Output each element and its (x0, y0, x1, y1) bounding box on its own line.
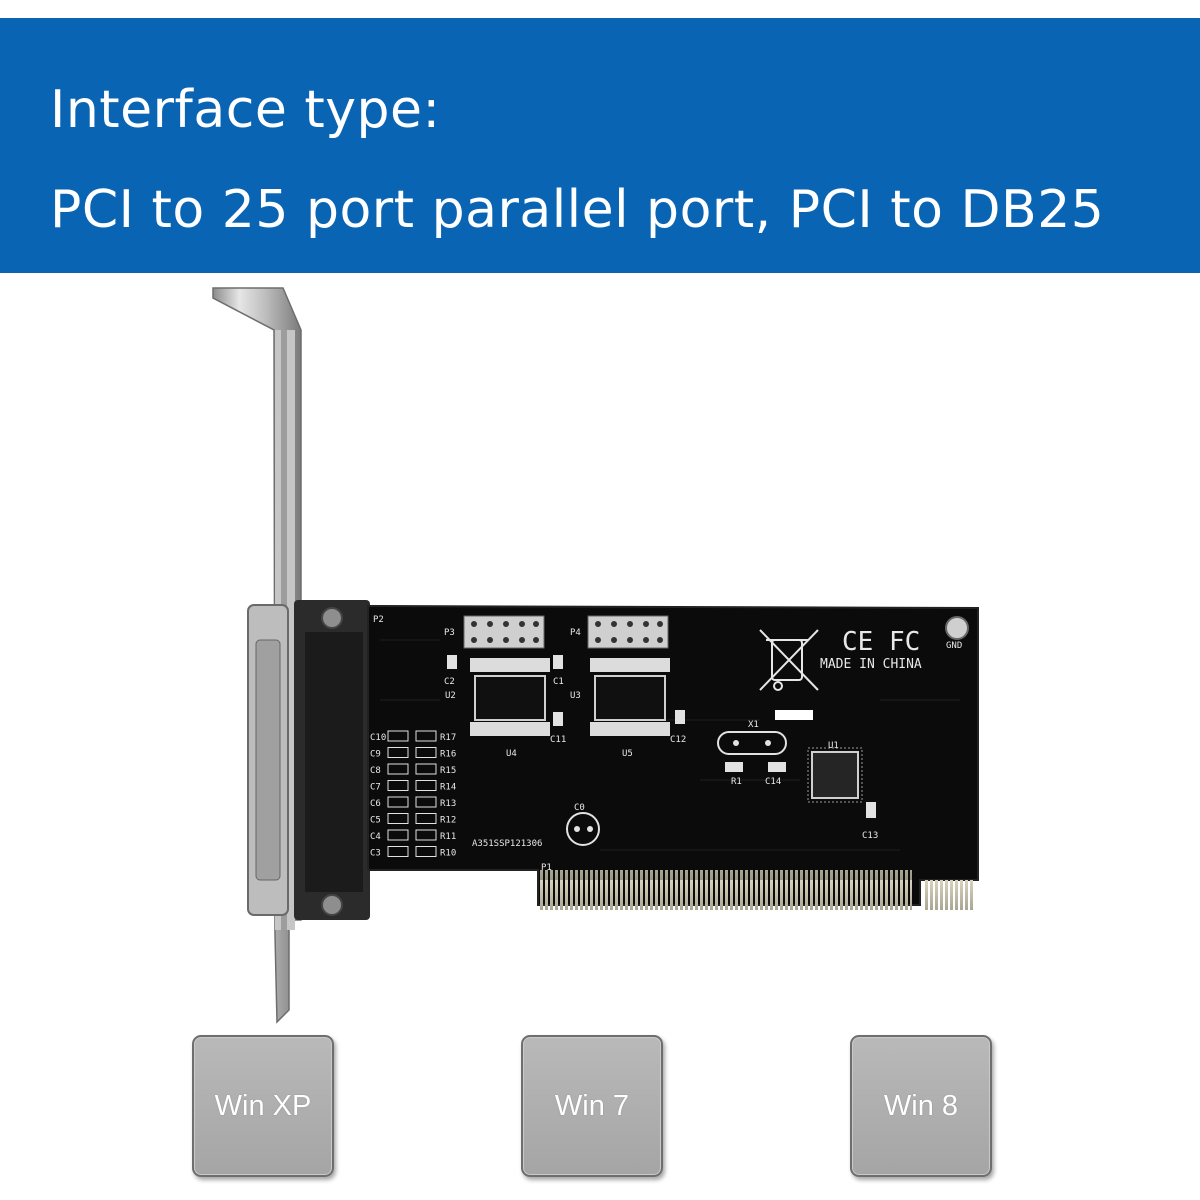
capacitor-pad (387, 813, 409, 824)
label-u1: U1 (828, 741, 839, 751)
capacitor-c0 (566, 812, 600, 846)
header-p3 (463, 615, 545, 649)
header-p4 (587, 615, 669, 649)
label-r12: R12 (440, 816, 456, 826)
os-tile-win-xp: Win XP (192, 1035, 334, 1177)
capacitor-pad (387, 796, 409, 808)
label-c13: C13 (862, 831, 878, 841)
capacitor-pad (387, 846, 409, 857)
capacitor-pad (387, 763, 409, 775)
part-number: A351SSP121306 (472, 839, 542, 849)
label-c5: C5 (370, 816, 381, 826)
chip-u1 (807, 747, 863, 803)
resistor-pad (415, 730, 437, 742)
label-c2: C2 (444, 677, 455, 687)
label-c0: C0 (574, 803, 585, 813)
label-c10: C10 (370, 733, 386, 743)
resistor-pad (415, 780, 437, 791)
label-u3: U3 (570, 691, 581, 701)
label-c7: C7 (370, 783, 381, 793)
db25-connector (247, 600, 370, 920)
capacitor-pad (387, 730, 409, 742)
chip-u2 (470, 658, 550, 736)
label-u2: U2 (445, 691, 456, 701)
label-u4: U4 (506, 749, 517, 759)
resistor-pad (415, 747, 437, 758)
ce-fc-mark: CE FC (842, 627, 920, 657)
resistor-pad (415, 846, 437, 857)
label-gnd: GND (946, 641, 962, 651)
weee-bin-icon (759, 629, 819, 691)
label-r1: R1 (731, 777, 742, 787)
chip-u3 (590, 658, 670, 736)
label-p1: P1 (541, 863, 552, 873)
label-r11: R11 (440, 832, 456, 842)
label-sticker (775, 710, 813, 720)
os-label: Win XP (214, 1089, 312, 1122)
resistor-pad (415, 796, 437, 808)
label-c8: C8 (370, 766, 381, 776)
resistor-pad (415, 813, 437, 824)
label-p2: P2 (373, 615, 384, 625)
os-label: Win 8 (883, 1089, 959, 1122)
label-c1: C1 (553, 677, 564, 687)
label-c3: C3 (370, 849, 381, 859)
label-r15: R15 (440, 766, 456, 776)
smd-components (447, 655, 876, 818)
crystal-x1 (717, 731, 787, 755)
resistor-pad (415, 763, 437, 775)
label-c11: C11 (550, 735, 566, 745)
label-r13: R13 (440, 799, 456, 809)
made-in-china-text: MADE IN CHINA (820, 657, 922, 672)
capacitor-pad (387, 780, 409, 791)
title-banner: Interface type: PCI to 25 port parallel … (0, 18, 1200, 273)
label-x1: X1 (748, 720, 759, 730)
os-label: Win 7 (554, 1089, 630, 1122)
capacitor-pad (387, 829, 409, 841)
gnd-mount-hole (945, 616, 969, 640)
label-r16: R16 (440, 750, 456, 760)
os-tile-win-7: Win 7 (521, 1035, 663, 1177)
interface-type-heading: Interface type: (50, 80, 441, 140)
label-r10: R10 (440, 849, 456, 859)
label-u5: U5 (622, 749, 633, 759)
label-c14: C14 (765, 777, 781, 787)
label-c6: C6 (370, 799, 381, 809)
label-r17: R17 (440, 733, 456, 743)
label-c4: C4 (370, 832, 381, 842)
resistor-pad (415, 829, 437, 841)
interface-type-description: PCI to 25 port parallel port, PCI to DB2… (50, 180, 1105, 240)
capacitor-pad (387, 747, 409, 758)
label-c9: C9 (370, 750, 381, 760)
label-r14: R14 (440, 783, 456, 793)
os-tile-win-8: Win 8 (850, 1035, 992, 1177)
label-p4: P4 (570, 628, 581, 638)
label-p3: P3 (444, 628, 455, 638)
label-c12: C12 (670, 735, 686, 745)
